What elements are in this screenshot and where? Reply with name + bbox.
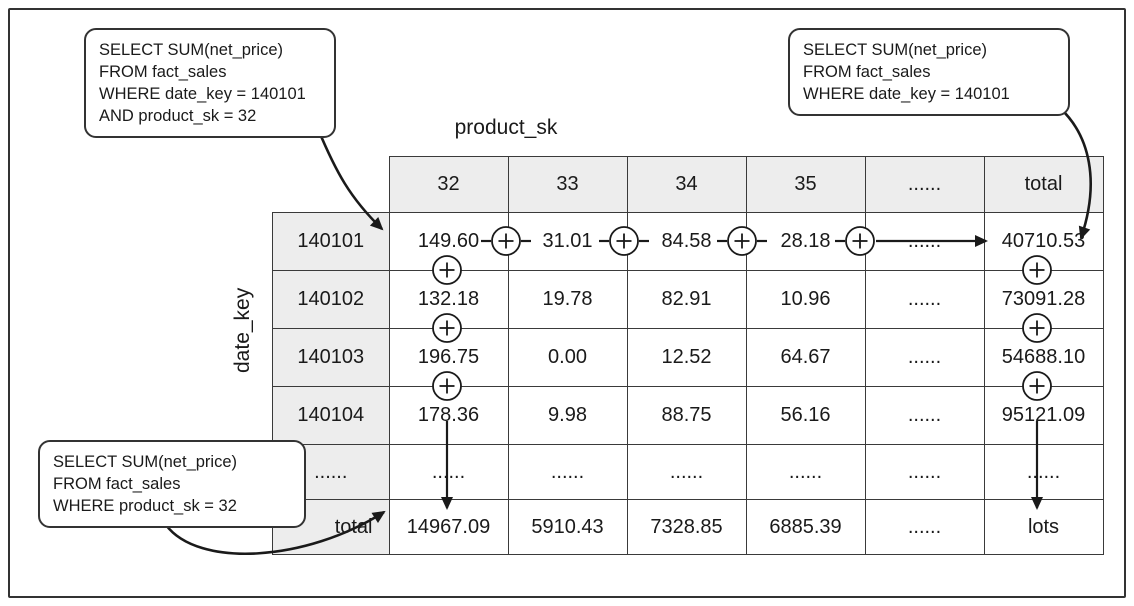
outer-frame <box>8 8 1126 598</box>
data-cell: 84.58 <box>626 212 747 271</box>
data-cell: 7328.85 <box>626 499 747 555</box>
sql-callout-cell-sum: SELECT SUM(net_price) FROM fact_sales WH… <box>84 28 336 138</box>
data-cell: 196.75 <box>388 328 509 387</box>
column-header-cell: 34 <box>626 156 747 213</box>
sql-line: FROM fact_sales <box>53 475 181 493</box>
data-cell: 0.00 <box>507 328 628 387</box>
data-cell: 6885.39 <box>745 499 866 555</box>
column-header-cell: total <box>983 156 1104 213</box>
sql-line: AND product_sk = 32 <box>99 107 257 125</box>
data-cell: 9.98 <box>507 386 628 445</box>
data-cell: 149.60 <box>388 212 509 271</box>
corner-blank-cell <box>273 157 390 213</box>
data-cell: 5910.43 <box>507 499 628 555</box>
table-row: ........................................… <box>272 444 1104 500</box>
data-cell: 64.67 <box>745 328 866 387</box>
column-header-cell: 33 <box>507 156 628 213</box>
data-cell: 178.36 <box>388 386 509 445</box>
sql-line: WHERE date_key = 140101 <box>803 85 1010 103</box>
data-cell: 10.96 <box>745 270 866 329</box>
data-cell: lots <box>983 499 1104 555</box>
column-axis-label: product_sk <box>454 116 558 139</box>
sql-line: WHERE product_sk = 32 <box>53 497 237 515</box>
column-header-cell: 35 <box>745 156 866 213</box>
data-cell: ...... <box>864 499 985 555</box>
data-cell: ...... <box>388 444 509 500</box>
row-axis-label: date_key <box>231 287 254 373</box>
data-cell: 95121.09 <box>983 386 1104 445</box>
data-cell: 73091.28 <box>983 270 1104 329</box>
data-cell: ...... <box>864 212 985 271</box>
column-header-cell: 32 <box>388 156 509 213</box>
data-cell: 31.01 <box>507 212 628 271</box>
sql-line: WHERE date_key = 140101 <box>99 85 306 103</box>
data-cell: 14967.09 <box>388 499 509 555</box>
data-cell: ...... <box>507 444 628 500</box>
data-cell: 28.18 <box>745 212 866 271</box>
data-cell: ...... <box>864 444 985 500</box>
sql-line: SELECT SUM(net_price) <box>53 453 238 471</box>
data-cell: 54688.10 <box>983 328 1104 387</box>
data-cell: ...... <box>864 386 985 445</box>
data-cell: 19.78 <box>507 270 628 329</box>
sql-callout-column-sum: SELECT SUM(net_price) FROM fact_sales WH… <box>38 440 306 528</box>
data-cell: 82.91 <box>626 270 747 329</box>
row-header-cell: 140104 <box>272 386 390 445</box>
sql-line: FROM fact_sales <box>803 63 931 81</box>
data-cell: ...... <box>864 270 985 329</box>
sql-line: SELECT SUM(net_price) <box>803 41 988 59</box>
data-cell: 88.75 <box>626 386 747 445</box>
data-cell: 56.16 <box>745 386 866 445</box>
sql-line: FROM fact_sales <box>99 63 227 81</box>
data-cell: ...... <box>745 444 866 500</box>
column-header-cell: ...... <box>864 156 985 213</box>
row-header-cell: 140103 <box>272 328 390 387</box>
sql-callout-row-sum: SELECT SUM(net_price) FROM fact_sales WH… <box>788 28 1070 116</box>
sql-line: SELECT SUM(net_price) <box>99 41 284 59</box>
data-cell: 12.52 <box>626 328 747 387</box>
row-header-cell: 140102 <box>272 270 390 329</box>
data-cell: 40710.53 <box>983 212 1104 271</box>
data-cell: ...... <box>626 444 747 500</box>
row-header-cell: 140101 <box>272 212 390 271</box>
data-cell: ...... <box>864 328 985 387</box>
data-cell: ...... <box>983 444 1104 500</box>
data-cell: 132.18 <box>388 270 509 329</box>
